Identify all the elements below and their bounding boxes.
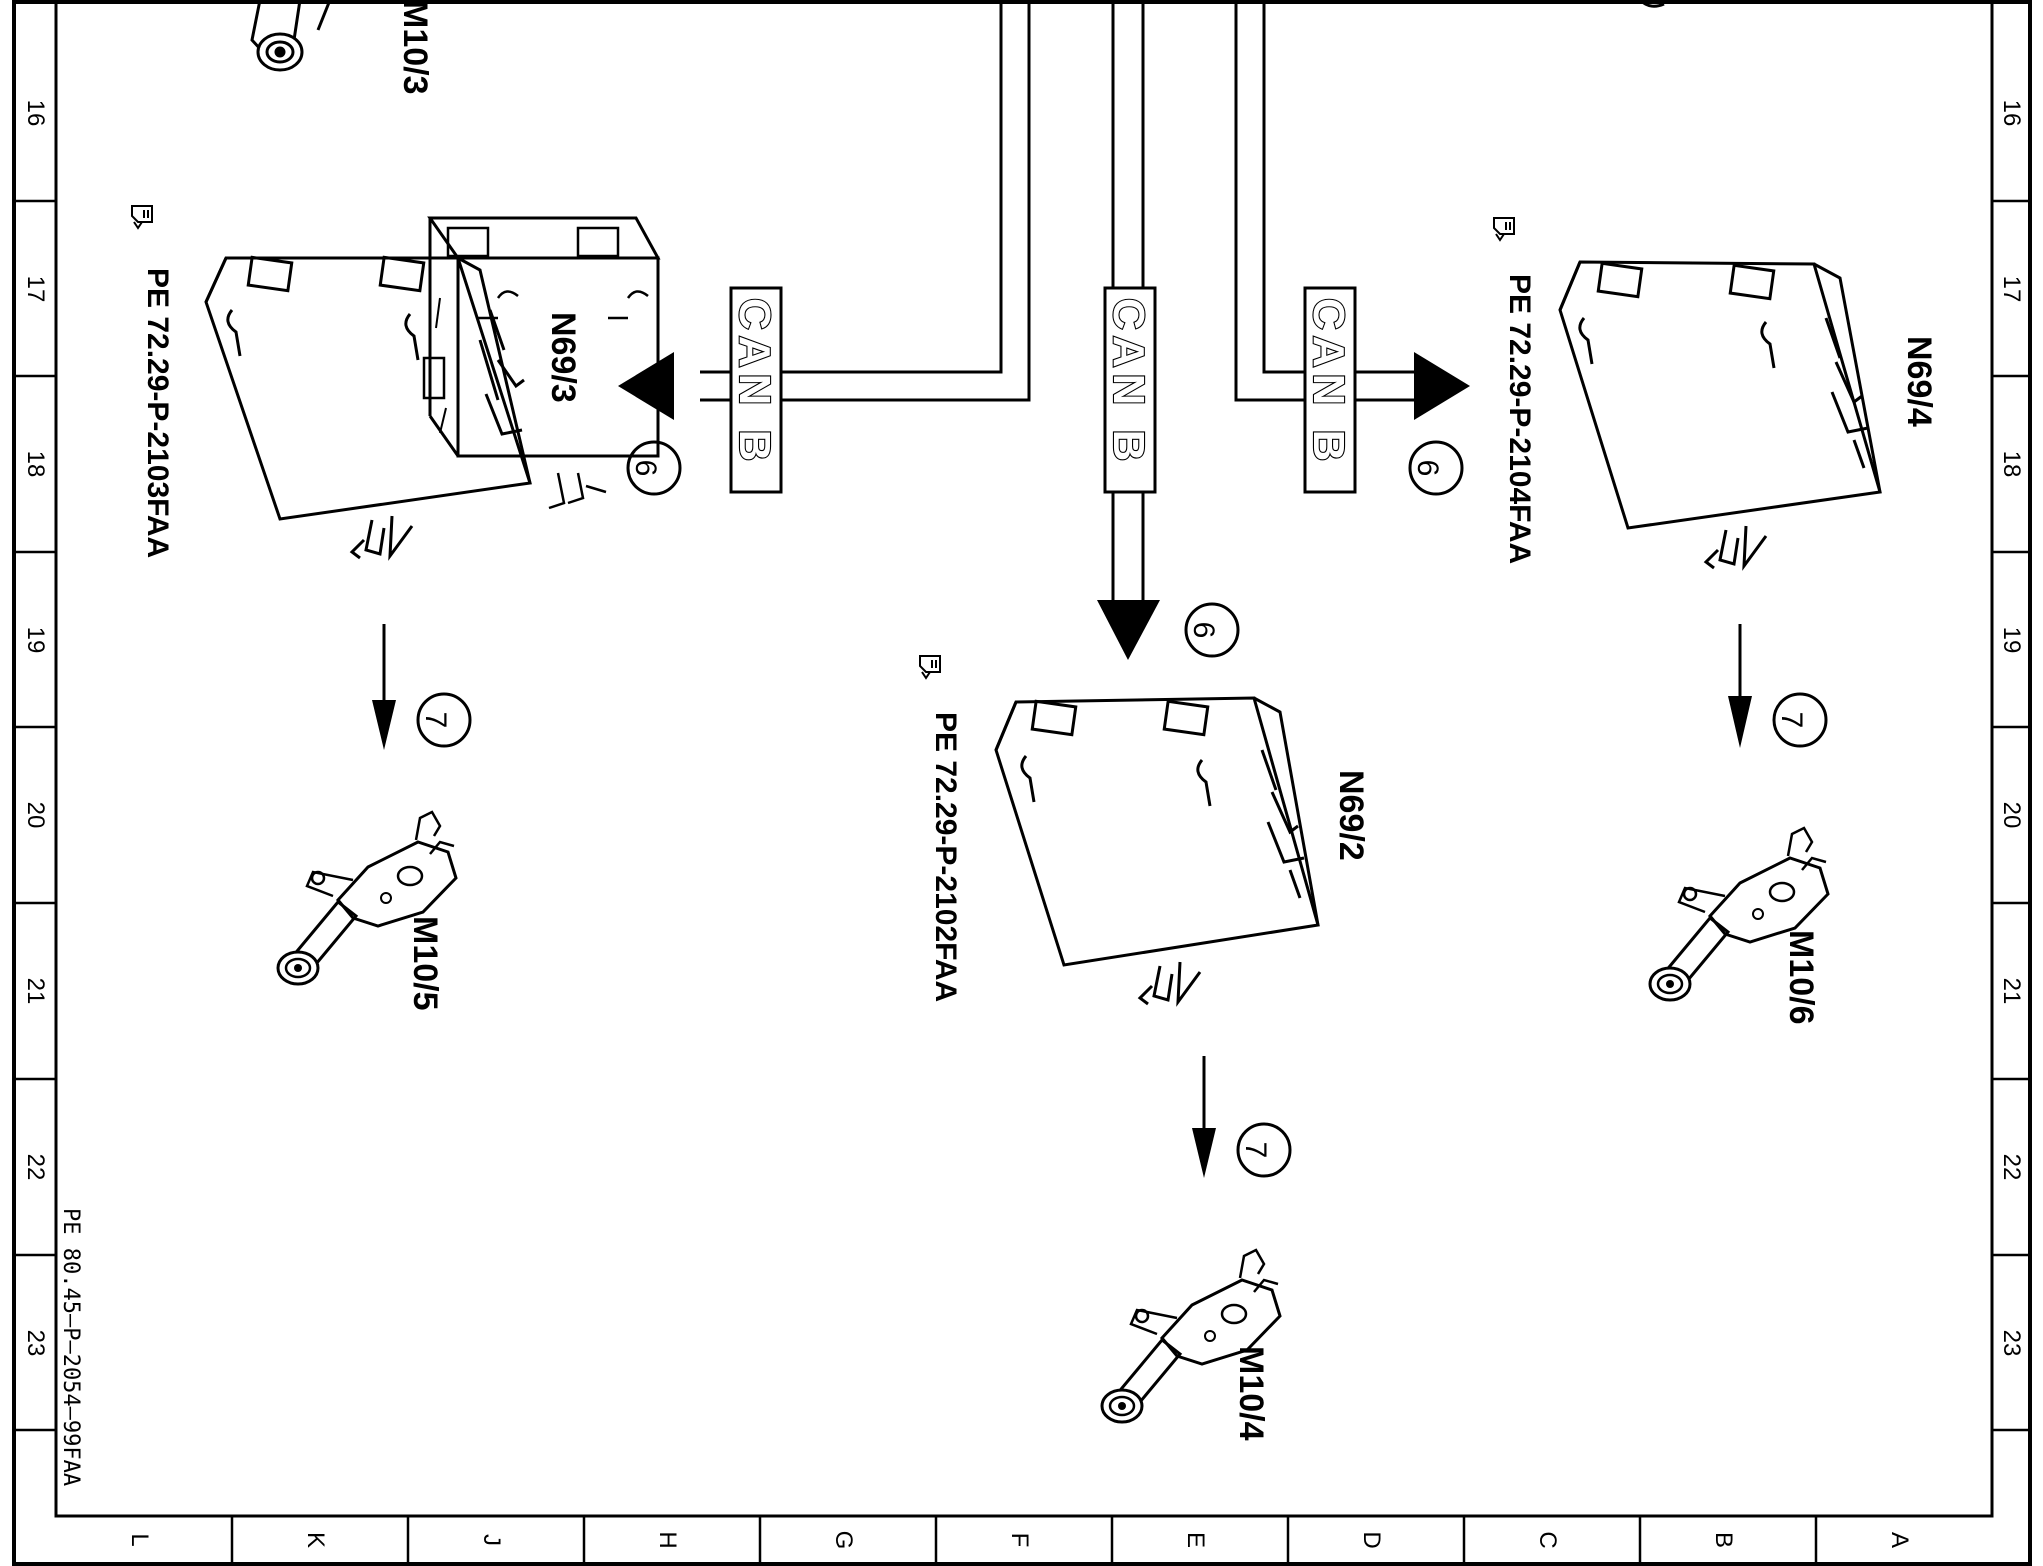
row-label-right-23: 23 (1998, 1330, 2025, 1357)
col-label-F: F (1006, 1533, 1033, 1548)
row-label-left-22: 22 (22, 1154, 49, 1181)
can-b-label-right: CAN B (1304, 298, 1353, 467)
label-m10-6: M10/6 (1782, 930, 1820, 1025)
ref-n69-4: PE 72.29-P-2104FAA (1503, 274, 1536, 564)
can-label-box-right (1303, 286, 1357, 494)
motor-arrow-right (1728, 624, 1752, 748)
col-label-J: J (478, 1534, 505, 1546)
can-b-label-left: CAN B (730, 298, 779, 467)
control-unit-n69-3 (204, 255, 532, 561)
hand-pointer-icon (131, 205, 153, 229)
row-label-right-22: 22 (1998, 1154, 2025, 1181)
row-label-left-17: 17 (22, 276, 49, 303)
row-label-left-23: 23 (22, 1330, 49, 1357)
can-arrow-right (1414, 352, 1470, 420)
col-label-C: C (1534, 1531, 1561, 1548)
label-m10-4: M10/4 (1232, 1346, 1270, 1441)
svg-text:6: 6 (1411, 460, 1444, 477)
col-label-K: K (302, 1532, 329, 1548)
inner-frame (54, 0, 1994, 1518)
col-label-E: E (1182, 1532, 1209, 1548)
col-label-G: G (830, 1531, 857, 1550)
can-label-box-center (1103, 286, 1157, 494)
window-motor-icon (250, 0, 1665, 72)
ref-n69-3: PE 72.29-P-2103FAA (141, 268, 174, 558)
label-m10-3: M10/3 (396, 0, 434, 95)
callout-can-right: 6 (1408, 440, 1464, 496)
can-b-label-center: CAN B (1104, 298, 1153, 467)
callout-can-center: 6 (1184, 602, 1240, 658)
col-label-H: H (654, 1531, 681, 1548)
svg-text:6: 6 (629, 460, 662, 477)
document-reference: PE 80.45–P–2054–99FAA (58, 1208, 83, 1486)
hand-pointer-icon (1493, 217, 1515, 241)
col-label-D: D (1358, 1531, 1385, 1548)
callout-can-left: 6 (626, 440, 682, 496)
col-label-A: A (1886, 1532, 1913, 1548)
callout-motor-right: 7 (1772, 692, 1828, 748)
column-dividers (230, 1516, 1818, 1564)
row-label-left-19: 19 (22, 627, 49, 654)
can-label-box-left (729, 286, 783, 494)
motor-arrow-center (1192, 1056, 1216, 1178)
motor-arrow-left (372, 624, 396, 750)
row-label-left-20: 20 (22, 802, 49, 829)
row-label-left-18: 18 (22, 451, 49, 478)
label-n69-2: N69/2 (1332, 770, 1370, 861)
can-arrow-left (618, 352, 674, 420)
label-n69-3: N69/3 (544, 312, 582, 403)
control-unit-n69-4 (1558, 260, 1882, 571)
ref-n69-2: PE 72.29-P-2102FAA (929, 712, 962, 1002)
control-unit-n69-2 (994, 696, 1320, 1007)
label-m10-5: M10/5 (406, 916, 444, 1011)
svg-text:7: 7 (1775, 712, 1808, 729)
svg-text:7: 7 (419, 712, 452, 729)
row-label-right-19: 19 (1998, 627, 2025, 654)
row-label-left-16: 16 (22, 100, 49, 127)
row-label-right-17: 17 (1998, 276, 2025, 303)
col-label-L: L (126, 1533, 153, 1546)
svg-text:6: 6 (1187, 622, 1220, 639)
col-label-B: B (1710, 1532, 1737, 1548)
can-arrow-center (1097, 600, 1160, 660)
outer-frame (12, 0, 2032, 1566)
label-n69-4: N69/4 (1900, 336, 1938, 427)
row-label-right-20: 20 (1998, 802, 2025, 829)
row-label-right-21: 21 (1998, 978, 2025, 1005)
callout-motor-left: 7 (416, 692, 472, 748)
row-label-left-21: 21 (22, 978, 49, 1005)
control-unit-icon (422, 216, 660, 510)
hand-pointer-icon (919, 655, 941, 679)
row-label-right-16: 16 (1998, 100, 2025, 127)
row-dividers (14, 199, 2030, 1432)
callout-motor-center: 7 (1236, 1122, 1292, 1178)
svg-text:7: 7 (1239, 1142, 1272, 1159)
row-label-right-18: 18 (1998, 451, 2025, 478)
